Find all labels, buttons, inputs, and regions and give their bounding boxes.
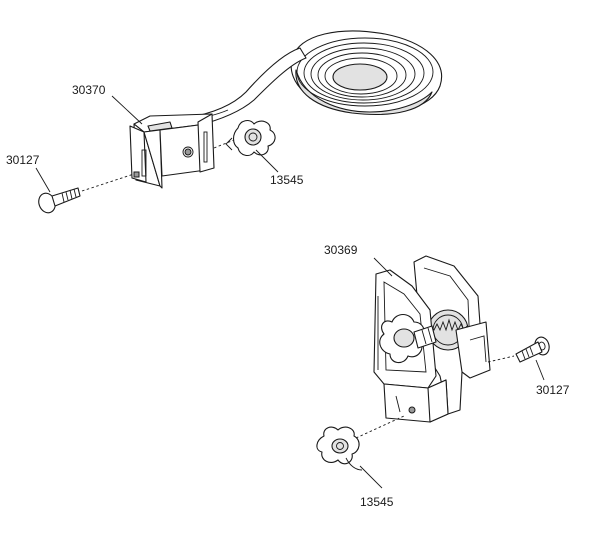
leader-30127-top: [35, 167, 51, 193]
part-number-30369: 30369: [324, 243, 358, 257]
bolt-top-axis: [81, 173, 135, 192]
winch-assembly: [373, 255, 491, 423]
leader-30370: [111, 95, 143, 125]
knob-bottom-axis: [355, 415, 405, 439]
knob-bottom: [316, 426, 363, 471]
part-number-30127-bottom: 30127: [536, 383, 570, 397]
bolt-top: [38, 187, 81, 214]
part-number-30370: 30370: [72, 83, 106, 97]
part-number-13545-top: 13545: [270, 173, 304, 187]
bolt-bottom-axis: [487, 355, 515, 363]
bolt-bottom: [515, 336, 550, 363]
knob-top: [225, 119, 276, 157]
knob-top-axis: [213, 139, 235, 149]
part-number-30127-top: 30127: [6, 153, 40, 167]
leader-13545-bottom: [359, 465, 383, 489]
strap-bracket: [129, 113, 215, 189]
leader-13545-top: [255, 149, 279, 173]
strap-coil: [185, 30, 443, 127]
part-number-13545-bottom: 13545: [360, 495, 394, 509]
leader-30127-bottom: [535, 359, 545, 381]
leader-30369: [373, 257, 393, 277]
